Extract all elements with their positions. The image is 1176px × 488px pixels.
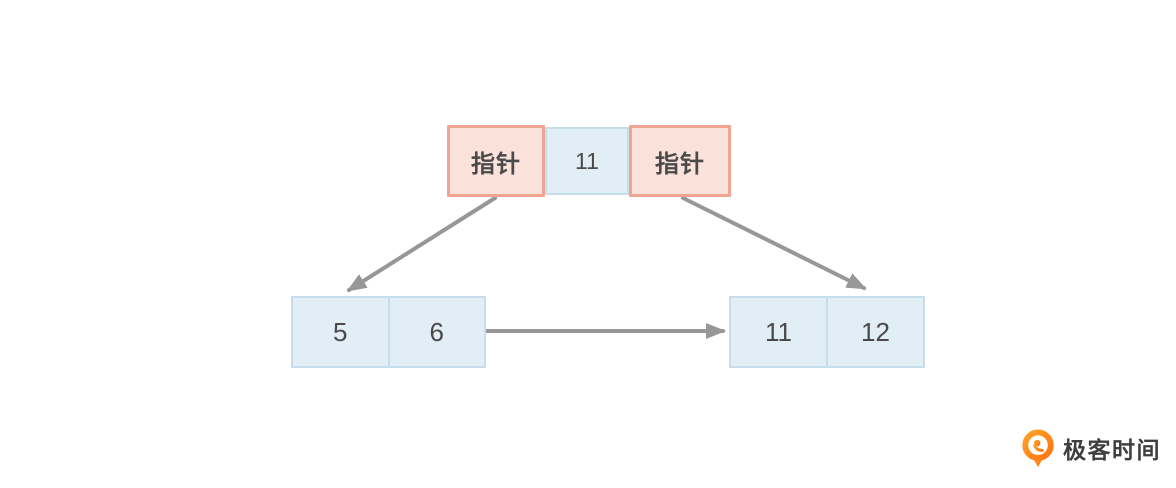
leaf-right-cell-2: 12 [826,296,925,368]
brand-logo: 极客时间 [1020,429,1161,467]
cell-label: 5 [333,316,348,347]
cell-label: 11 [575,147,599,174]
root-node: 指针 11 指针 [447,125,731,197]
brand-logo-text: 极客时间 [1063,437,1161,463]
root-pointer-cell-right: 指针 [629,125,731,197]
cell-label: 6 [429,316,444,347]
leaf-node-right: 11 12 [729,296,925,368]
root-key-cell: 11 [545,127,629,195]
cell-label: 指针 [471,150,521,178]
cell-label: 12 [861,316,890,347]
leaf-left-cell-1: 5 [291,296,390,368]
cell-label: 11 [765,316,792,347]
cell-label: 指针 [655,150,705,178]
leaf-left-cell-2: 6 [387,296,486,368]
leaf-node-left: 5 6 [291,296,486,368]
geektime-q-pin-icon [1022,429,1054,467]
arrow-root-to-right-leaf [681,196,867,290]
root-pointer-cell-left: 指针 [447,125,545,197]
arrow-root-to-left-leaf [346,196,497,292]
leaf-right-cell-1: 11 [729,296,828,368]
